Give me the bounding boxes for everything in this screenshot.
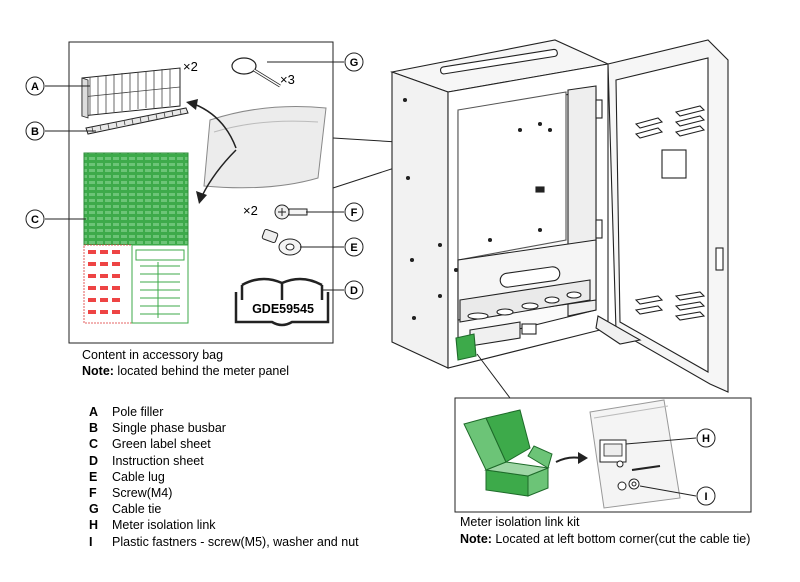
callout-g: G [344, 52, 364, 72]
legend-text: Cable lug [112, 469, 165, 484]
curved-arrow-up-icon [193, 103, 237, 149]
legend-key: D [89, 453, 99, 468]
legend-text: Cable tie [112, 502, 162, 517]
legend-row: D Instruction sheet [89, 453, 359, 469]
booklet-code: GDE59545 [252, 302, 314, 316]
isolation-kit-note: Note: Located at left bottom corner(cut … [460, 532, 750, 547]
legend-row: E Cable lug [89, 469, 359, 485]
legend-key: A [89, 405, 99, 419]
legend-key: E [89, 469, 98, 484]
note-text: Located at left bottom corner(cut the ca… [491, 532, 751, 546]
arrow-to-bag-icon [555, 456, 581, 463]
legend-key: F [89, 485, 97, 500]
callout-h: H [696, 428, 716, 448]
multiplier-f: ×2 [243, 203, 258, 218]
isolation-kit-frame [454, 397, 752, 513]
isolation-kit-caption: Meter isolation link kit [460, 515, 580, 529]
pole-filler-illustration [81, 67, 181, 119]
plastic-bag-illustration [203, 106, 327, 189]
legend-text: Plastic fastners - screw(M5), washer and… [112, 534, 359, 549]
legend-row: I Plastic fastners - screw(M5), washer an… [89, 534, 359, 550]
isolation-kit-bag-illustration [589, 399, 681, 509]
legend-key: B [89, 421, 99, 436]
legend-row: B Single phase busbar [89, 420, 359, 436]
accessory-bag-frame [68, 41, 334, 344]
callout-g-label: G [350, 57, 359, 69]
accessory-bag-note: Note: located behind the meter panel [82, 364, 289, 379]
legend-row: G Cable tie [89, 501, 359, 517]
legend-key: C [89, 437, 99, 452]
arrowhead-icon [196, 191, 207, 204]
curved-arrow-down-icon [201, 149, 237, 197]
busbar-illustration [85, 107, 189, 135]
screw-m4-illustration [274, 204, 308, 220]
note-text: located behind the meter panel [113, 364, 290, 378]
cable-tie-illustration [231, 57, 281, 88]
callout-e: E [344, 237, 364, 257]
green-label-sheet-illustration [83, 152, 189, 324]
note-label: Note: [460, 532, 492, 546]
legend-text: Instruction sheet [112, 453, 204, 468]
multiplier-g: ×3 [280, 72, 295, 87]
callout-e-label: E [350, 242, 357, 254]
cable-lug-illustration [261, 228, 302, 256]
legend-row: F Screw(M4) [89, 485, 359, 501]
meter-cabinet-illustration [389, 39, 729, 393]
callout-b: B [25, 121, 45, 141]
instruction-booklet-icon [234, 277, 330, 327]
callout-f: F [344, 202, 364, 222]
legend-key: H [89, 518, 99, 533]
callout-d-label: D [350, 285, 358, 297]
note-label: Note: [82, 364, 114, 378]
legend-row: H Meter isolation link [89, 517, 359, 533]
legend-text: Green label sheet [112, 437, 211, 452]
callout-a-label: A [31, 81, 39, 93]
green-kit-box-illustration [463, 409, 553, 497]
legend-key: I [89, 534, 93, 549]
parts-legend: A Pole filler B Single phase busbar C Green… [89, 404, 359, 550]
arrowhead-icon [578, 452, 588, 464]
kit-leader-line [476, 353, 511, 399]
accessory-bag-caption: Content in accessory bag [82, 348, 224, 362]
callout-f-label: F [351, 207, 358, 219]
legend-row: A Pole filler [89, 404, 359, 420]
legend-text: Screw(M4) [112, 485, 173, 500]
callout-h-label: H [702, 433, 710, 445]
legend-text: Pole filler [112, 405, 164, 419]
legend-text: Single phase busbar [112, 421, 226, 436]
multiplier-a: ×2 [183, 59, 198, 74]
arrowhead-icon [186, 99, 198, 110]
callout-a: A [25, 76, 45, 96]
legend-row: C Green label sheet [89, 436, 359, 452]
legend-key: G [89, 502, 99, 517]
callout-c-label: C [31, 214, 39, 226]
callout-i: I [696, 486, 716, 506]
callout-c: C [25, 209, 45, 229]
legend-text: Meter isolation link [112, 518, 216, 533]
callout-d: D [344, 280, 364, 300]
callout-i-label: I [704, 491, 707, 503]
callout-b-label: B [31, 126, 39, 138]
